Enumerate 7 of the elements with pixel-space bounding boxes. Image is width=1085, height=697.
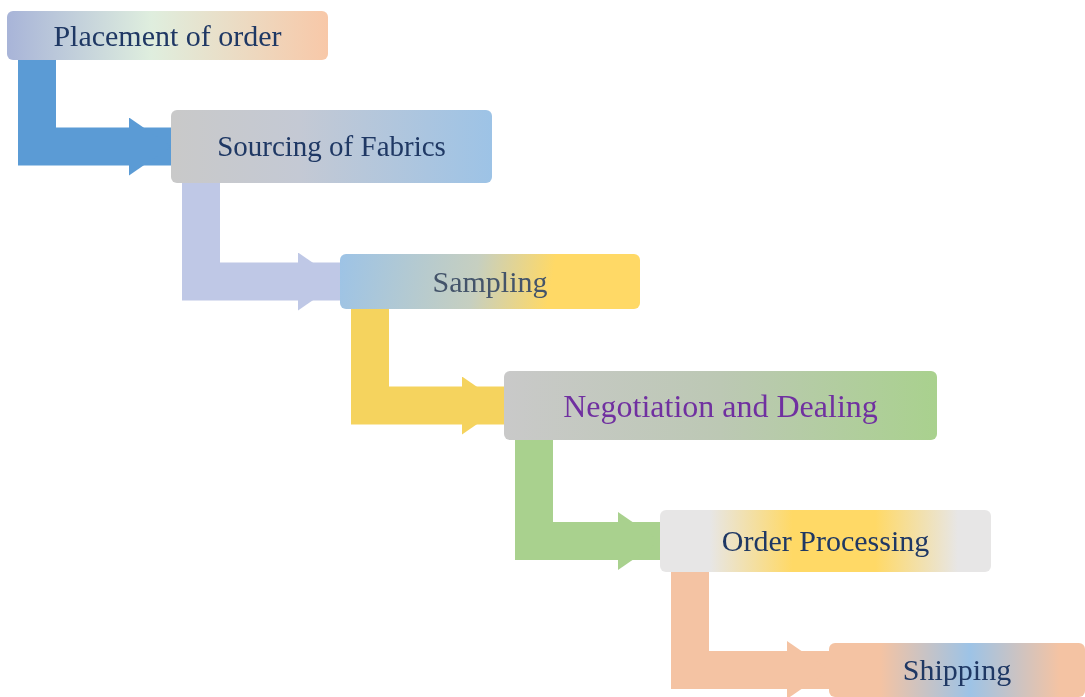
process-box: Shipping: [829, 643, 1085, 697]
process-box: Order Processing: [660, 510, 991, 572]
process-box: Sampling: [340, 254, 640, 309]
process-box: Negotiation and Dealing: [504, 371, 937, 440]
process-box: Sourcing of Fabrics: [171, 110, 492, 183]
bent-arrow: [515, 440, 660, 570]
process-box: Placement of order: [7, 11, 328, 60]
